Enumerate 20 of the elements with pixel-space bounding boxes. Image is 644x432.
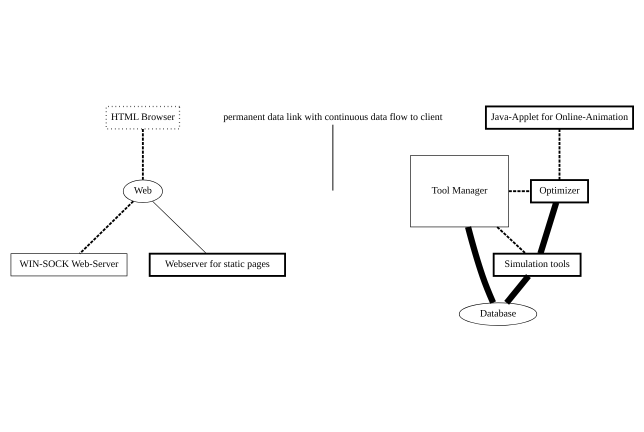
node-box: WIN-SOCK Web-Server <box>10 253 128 276</box>
node-ellipse: Database <box>458 302 538 326</box>
connector <box>496 226 526 254</box>
node-text: permanent data link with continuous data flow to client <box>223 112 443 124</box>
connector <box>508 190 531 192</box>
node-box: Optimizer <box>530 179 589 204</box>
connector <box>465 226 496 304</box>
node-box: Simulation tools <box>492 252 582 277</box>
node-box: Webserver for static pages <box>148 252 286 277</box>
node-box: HTML Browser <box>106 106 180 130</box>
node-ellipse: Web <box>122 180 163 203</box>
connector <box>504 274 531 305</box>
connector <box>79 200 134 254</box>
node-box: Java-Applet for Online-Animation <box>484 106 634 130</box>
connector <box>558 128 560 180</box>
connector <box>332 124 334 192</box>
connector <box>142 128 144 180</box>
connector <box>537 202 560 254</box>
connector <box>152 201 207 254</box>
node-box: Tool Manager <box>410 155 509 228</box>
